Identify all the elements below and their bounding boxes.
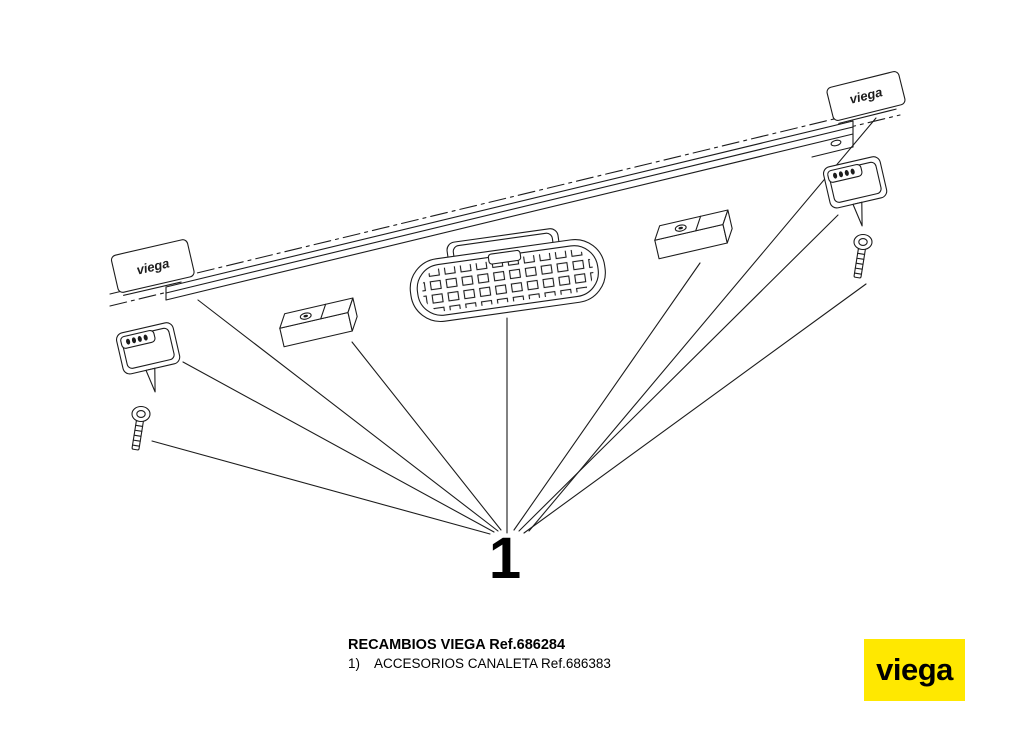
viega-logo-text: viega <box>876 652 953 687</box>
screw-left <box>131 405 151 451</box>
cover-plate-right: viega <box>826 71 906 124</box>
parts-list-item: 1) ACCESORIOS CANALETA Ref.686383 <box>348 656 611 671</box>
drain-grate <box>409 228 606 323</box>
parts-list: RECAMBIOS VIEGA Ref.686284 1) ACCESORIOS … <box>348 637 611 671</box>
viega-logo: viega <box>864 639 965 701</box>
mounting-rail <box>165 120 854 301</box>
cover-plate-left: viega <box>110 239 195 296</box>
slider-block-left <box>279 297 358 348</box>
leader-lines <box>151 117 877 535</box>
clip-left <box>115 322 181 393</box>
plate-logo-text: viega <box>135 255 171 277</box>
slider-block-right <box>654 209 733 260</box>
callout-number: 1 <box>489 526 521 591</box>
parts-list-item-text: ACCESORIOS CANALETA Ref.686383 <box>374 656 611 671</box>
parts-list-item-number: 1) <box>348 656 361 671</box>
parts-list-heading: RECAMBIOS VIEGA Ref.686284 <box>348 637 566 653</box>
screw-right <box>853 233 873 279</box>
clip-right <box>822 156 888 227</box>
